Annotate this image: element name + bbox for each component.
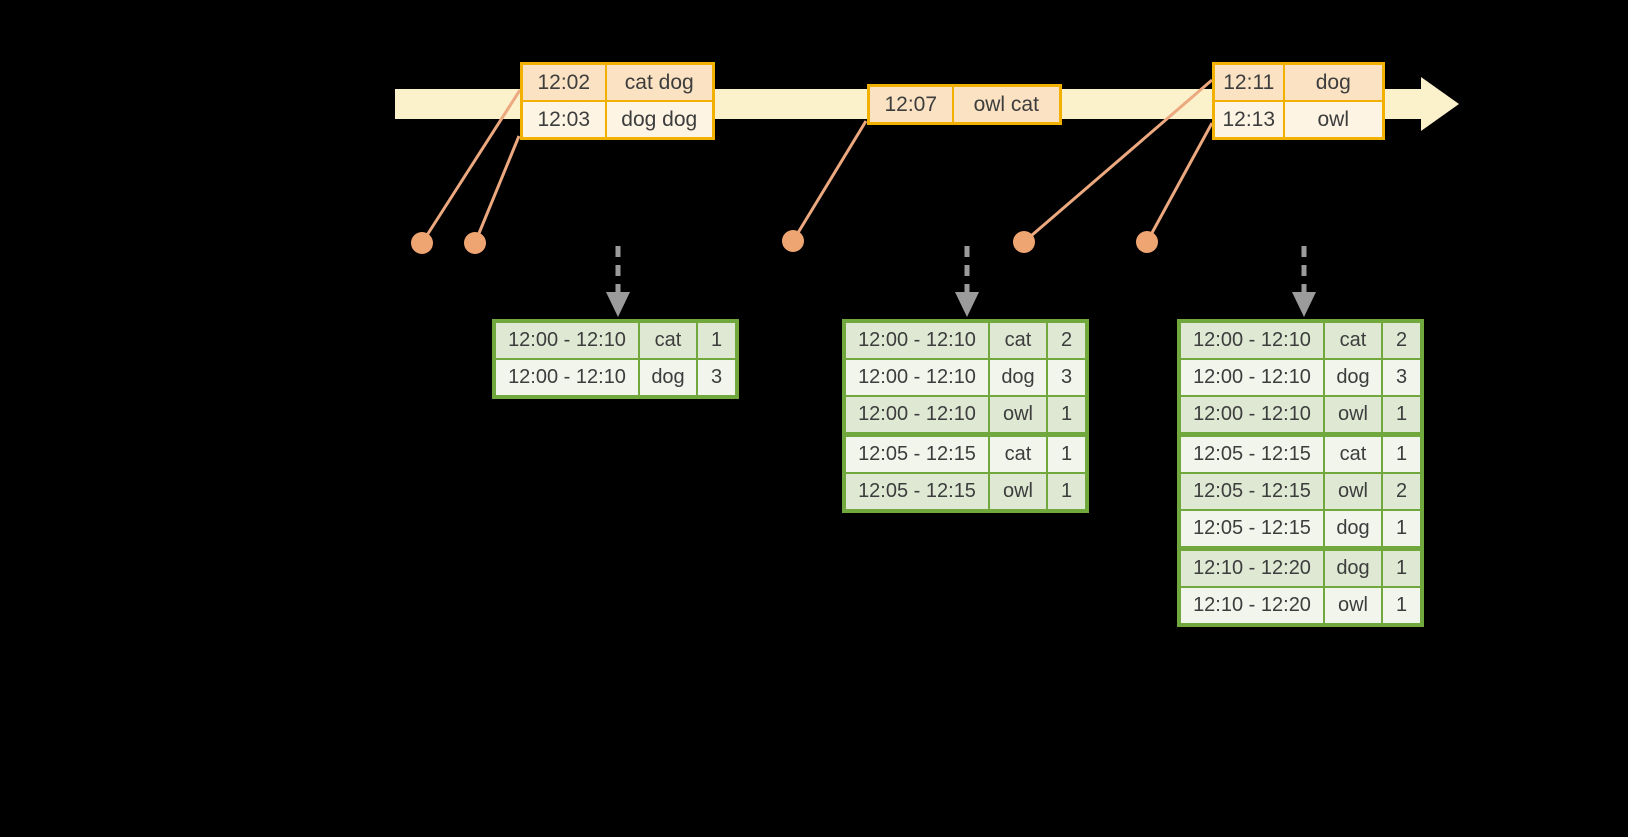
- window-cell: 12:00 - 12:10: [493, 358, 640, 398]
- word-cell: dog: [1323, 509, 1383, 550]
- event-words-cell: dog dog: [604, 100, 715, 140]
- word-cell: dog: [988, 358, 1048, 397]
- count-cell: 1: [1046, 432, 1088, 474]
- result-row: 12:00 - 12:10 cat 2: [1178, 320, 1423, 360]
- result-row: 12:00 - 12:10 dog 3: [1178, 358, 1423, 397]
- event-words-cell: cat dog: [604, 62, 715, 102]
- result-row: 12:00 - 12:10 owl 1: [1178, 395, 1423, 436]
- event-dot: [782, 230, 804, 252]
- event-table-1: 12:02 cat dog 12:03 dog dog: [520, 62, 715, 140]
- window-cell: 12:10 - 12:20: [1178, 546, 1325, 588]
- window-cell: 12:00 - 12:10: [843, 395, 990, 436]
- result-row: 12:05 - 12:15 owl 2: [1178, 472, 1423, 511]
- event-words-cell: owl: [1282, 100, 1385, 140]
- event-dot: [1013, 231, 1035, 253]
- window-cell: 12:00 - 12:10: [1178, 320, 1325, 360]
- event-row: 12:11 dog: [1212, 62, 1385, 102]
- window-cell: 12:05 - 12:15: [1178, 509, 1325, 550]
- word-cell: owl: [1323, 586, 1383, 626]
- window-cell: 12:05 - 12:15: [843, 472, 990, 512]
- result-table-3: 12:00 - 12:10 cat 2 12:00 - 12:10 dog 3 …: [1177, 319, 1424, 627]
- window-cell: 12:05 - 12:15: [1178, 472, 1325, 511]
- event-connector-line: [1023, 78, 1213, 244]
- event-table-2: 12:07 owl cat: [867, 84, 1062, 125]
- count-cell: 1: [1381, 546, 1423, 588]
- window-cell: 12:00 - 12:10: [843, 358, 990, 397]
- count-cell: 1: [1046, 395, 1088, 436]
- event-time-cell: 12:11: [1212, 62, 1285, 102]
- result-row: 12:05 - 12:15 owl 1: [843, 472, 1088, 512]
- result-row: 12:00 - 12:10 dog 3: [843, 358, 1088, 397]
- result-table-2: 12:00 - 12:10 cat 2 12:00 - 12:10 dog 3 …: [842, 319, 1089, 513]
- trigger-arrow-icon: [1292, 246, 1316, 317]
- event-connector-line: [1145, 122, 1214, 243]
- event-words-cell: owl cat: [951, 84, 1062, 125]
- window-cell: 12:00 - 12:10: [493, 320, 640, 360]
- result-row: 12:05 - 12:15 cat 1: [843, 432, 1088, 474]
- window-cell: 12:10 - 12:20: [1178, 586, 1325, 626]
- timeline-arrowhead-icon: [1421, 77, 1459, 131]
- window-cell: 12:00 - 12:10: [1178, 395, 1325, 436]
- word-cell: cat: [988, 432, 1048, 474]
- event-connector-line: [420, 89, 522, 244]
- trigger-arrow-icon: [955, 246, 979, 317]
- event-time-cell: 12:13: [1212, 100, 1285, 140]
- count-cell: 1: [1381, 586, 1423, 626]
- count-cell: 3: [696, 358, 738, 398]
- word-cell: cat: [988, 320, 1048, 360]
- event-connector-line: [791, 120, 868, 242]
- count-cell: 2: [1046, 320, 1088, 360]
- event-time-cell: 12:03: [520, 100, 607, 140]
- event-words-cell: dog: [1282, 62, 1385, 102]
- count-cell: 2: [1381, 472, 1423, 511]
- word-cell: owl: [1323, 395, 1383, 436]
- word-cell: owl: [1323, 472, 1383, 511]
- event-row: 12:13 owl: [1212, 100, 1385, 140]
- window-cell: 12:05 - 12:15: [1178, 432, 1325, 474]
- word-cell: cat: [638, 320, 698, 360]
- count-cell: 2: [1381, 320, 1423, 360]
- event-row: 12:02 cat dog: [520, 62, 715, 102]
- result-row: 12:00 - 12:10 cat 1: [493, 320, 738, 360]
- word-cell: cat: [1323, 320, 1383, 360]
- word-cell: owl: [988, 395, 1048, 436]
- result-row: 12:05 - 12:15 cat 1: [1178, 432, 1423, 474]
- event-dot: [411, 232, 433, 254]
- word-cell: dog: [638, 358, 698, 398]
- word-cell: owl: [988, 472, 1048, 512]
- event-table-3: 12:11 dog 12:13 owl: [1212, 62, 1385, 140]
- trigger-arrow-icon: [606, 246, 630, 317]
- count-cell: 1: [1381, 509, 1423, 550]
- result-row: 12:05 - 12:15 dog 1: [1178, 509, 1423, 550]
- window-cell: 12:00 - 12:10: [1178, 358, 1325, 397]
- event-dot: [1136, 231, 1158, 253]
- event-row: 12:07 owl cat: [867, 84, 1062, 125]
- event-time-cell: 12:07: [867, 84, 954, 125]
- count-cell: 3: [1381, 358, 1423, 397]
- result-row: 12:10 - 12:20 dog 1: [1178, 546, 1423, 588]
- word-cell: dog: [1323, 358, 1383, 397]
- count-cell: 1: [1381, 395, 1423, 436]
- count-cell: 1: [1046, 472, 1088, 512]
- result-row: 12:10 - 12:20 owl 1: [1178, 586, 1423, 626]
- event-dot: [464, 232, 486, 254]
- count-cell: 1: [696, 320, 738, 360]
- word-cell: cat: [1323, 432, 1383, 474]
- result-row: 12:00 - 12:10 dog 3: [493, 358, 738, 398]
- result-row: 12:00 - 12:10 owl 1: [843, 395, 1088, 436]
- result-row: 12:00 - 12:10 cat 2: [843, 320, 1088, 360]
- count-cell: 3: [1046, 358, 1088, 397]
- result-table-1: 12:00 - 12:10 cat 1 12:00 - 12:10 dog 3: [492, 319, 739, 399]
- count-cell: 1: [1381, 432, 1423, 474]
- event-time-cell: 12:02: [520, 62, 607, 102]
- word-cell: dog: [1323, 546, 1383, 588]
- event-row: 12:03 dog dog: [520, 100, 715, 140]
- window-cell: 12:05 - 12:15: [843, 432, 990, 474]
- window-cell: 12:00 - 12:10: [843, 320, 990, 360]
- event-connector-line: [473, 135, 521, 244]
